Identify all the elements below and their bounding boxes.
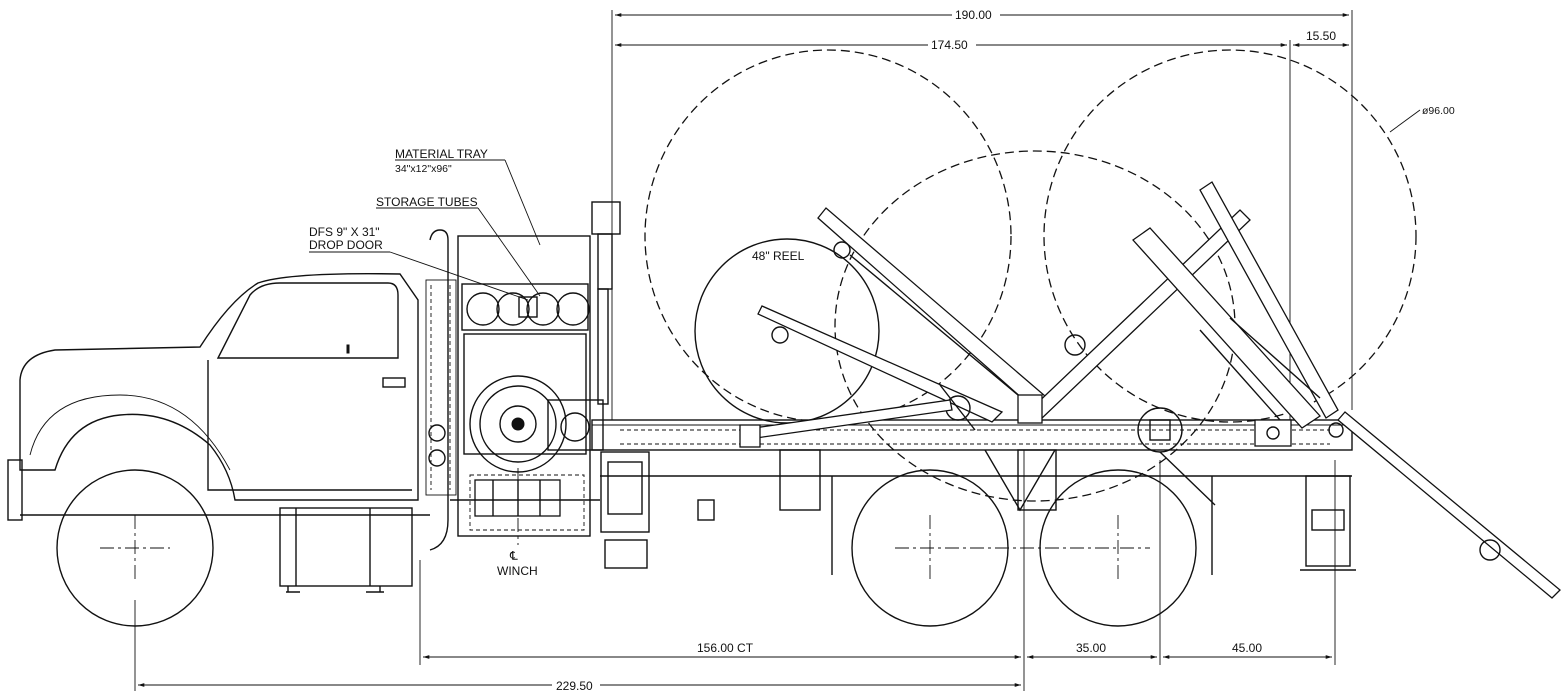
dim-diameter: ø96.00 — [1422, 105, 1455, 117]
utility-body — [457, 201, 715, 569]
dim-rear-overhang: 45.00 — [1232, 641, 1262, 655]
dim-axle-spacing: 35.00 — [1076, 641, 1106, 655]
winch-centerline-symbol: ℄ — [509, 549, 518, 563]
truck-cab — [7, 229, 457, 593]
storage-tubes-label: STORAGE TUBES — [376, 195, 478, 209]
material-tray-label: MATERIAL TRAY — [395, 147, 488, 161]
top-dimensions — [611, 7, 1353, 420]
dim-ct: 156.00 CT — [697, 641, 754, 655]
dim-wheelbase: 229.50 — [556, 679, 593, 691]
dim-rear-offset: 15.50 — [1306, 29, 1336, 43]
winch-label: WINCH — [497, 564, 538, 578]
dfs-label-line2: DROP DOOR — [309, 238, 383, 252]
dim-overall: 190.00 — [955, 8, 992, 22]
reel-label: 48" REEL — [752, 249, 805, 263]
bottom-dimensions — [134, 450, 1336, 691]
rear-wheels — [851, 469, 1197, 627]
reel-arms — [739, 181, 1561, 599]
dim-reel-span: 174.50 — [931, 38, 968, 52]
dfs-label-line1: DFS 9" X 31" — [309, 225, 380, 239]
material-tray-size: 34"x12"x96" — [395, 163, 452, 175]
chassis — [450, 407, 1356, 575]
label-leaders — [309, 159, 541, 301]
